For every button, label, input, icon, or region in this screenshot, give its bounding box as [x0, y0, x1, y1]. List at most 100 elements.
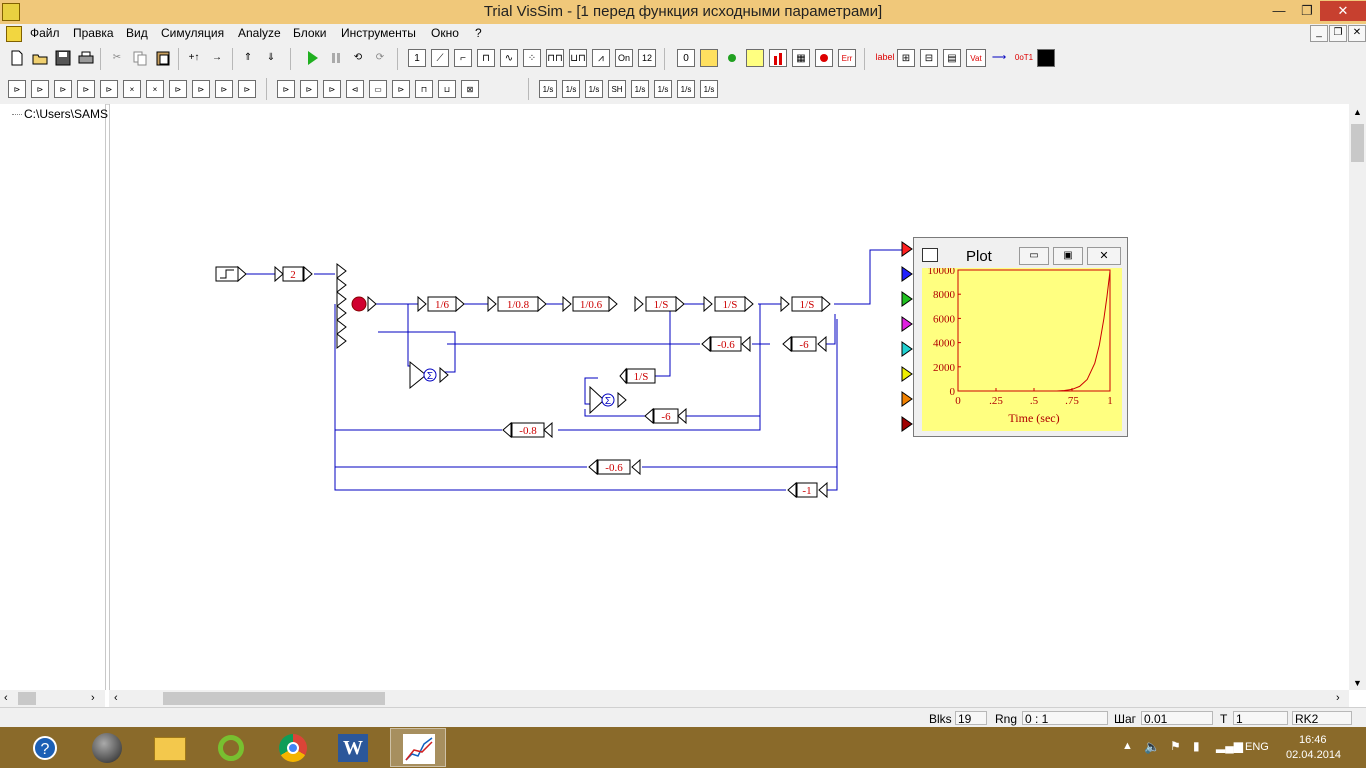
copy-icon[interactable]: [131, 49, 149, 67]
bool-block-10-icon[interactable]: ⊳: [215, 80, 233, 98]
menu-edit[interactable]: Правка: [73, 26, 114, 40]
vertical-scrollbar[interactable]: ▲ ▼: [1349, 104, 1366, 690]
block-grid-icon[interactable]: ▦: [792, 49, 810, 67]
integrator-block-5-icon[interactable]: 1/s: [654, 80, 672, 98]
bool-block-8-icon[interactable]: ⊳: [169, 80, 187, 98]
canvas-scroll-right-icon[interactable]: ›: [1336, 692, 1340, 704]
insert-up-icon[interactable]: +↑: [188, 52, 200, 63]
block-12-icon[interactable]: 12: [638, 49, 656, 67]
bool-block-6-icon[interactable]: ×: [123, 80, 141, 98]
print-icon[interactable]: [77, 49, 95, 67]
paste-icon[interactable]: [154, 49, 172, 67]
new-file-icon[interactable]: [8, 49, 26, 67]
integrator-block-6-icon[interactable]: 1/s: [677, 80, 695, 98]
logic-block-8-icon[interactable]: ⊔: [438, 80, 456, 98]
bool-block-3-icon[interactable]: ⊳: [54, 80, 72, 98]
bool-block-2-icon[interactable]: ⊳: [31, 80, 49, 98]
block-green-icon[interactable]: [723, 49, 741, 67]
plot-minimize-button[interactable]: ▭: [1019, 247, 1049, 265]
tray-network-icon[interactable]: ▂▄▆: [1216, 739, 1243, 753]
io-a-icon[interactable]: ⊞: [897, 49, 915, 67]
taskbar-explorer-icon[interactable]: [142, 728, 198, 767]
app-icon[interactable]: [2, 3, 20, 21]
scroll-up-arrow-icon[interactable]: ▲: [1353, 107, 1362, 117]
plot-close-button[interactable]: ✕: [1087, 247, 1121, 265]
logic-block-3-icon[interactable]: ⊳: [323, 80, 341, 98]
color-black-icon[interactable]: [1037, 49, 1055, 67]
save-icon[interactable]: [54, 49, 72, 67]
canvas-scroll-left-icon[interactable]: ‹: [114, 692, 118, 704]
bool-block-4-icon[interactable]: ⊳: [77, 80, 95, 98]
tray-chevron-icon[interactable]: ▲: [1122, 740, 1133, 752]
menu-tools[interactable]: Инструменты: [341, 26, 416, 40]
sample-hold-icon[interactable]: SH: [608, 80, 626, 98]
step-icon[interactable]: ⟲: [353, 52, 363, 63]
bool-block-11-icon[interactable]: ⊳: [238, 80, 256, 98]
vertical-scroll-thumb[interactable]: [1351, 124, 1364, 162]
block-error-icon[interactable]: Err: [838, 49, 856, 67]
taskbar-utorrent-icon[interactable]: [204, 728, 260, 767]
block-ramp-icon[interactable]: ⟋: [431, 49, 449, 67]
reset-icon[interactable]: ⟳: [375, 52, 385, 63]
tray-battery-icon[interactable]: ▮: [1193, 739, 1200, 753]
tray-volume-icon[interactable]: 🔈: [1144, 739, 1161, 754]
plot-system-icon[interactable]: [922, 248, 938, 262]
bool-block-5-icon[interactable]: ⊳: [100, 80, 118, 98]
taskbar-help-icon[interactable]: ?: [18, 728, 74, 767]
block-on-icon[interactable]: On: [615, 49, 633, 67]
integrator-block-7-icon[interactable]: 1/s: [700, 80, 718, 98]
variable-icon[interactable]: Vat: [966, 49, 986, 67]
logic-block-9-icon[interactable]: ⊠: [461, 80, 479, 98]
tree-scroll-thumb[interactable]: [18, 692, 36, 705]
taskbar-chrome-icon[interactable]: [266, 728, 322, 767]
tree-scroll-left-icon[interactable]: ‹: [4, 692, 8, 704]
mdi-restore-button[interactable]: ❐: [1329, 25, 1347, 42]
logic-block-7-icon[interactable]: ⊓: [415, 80, 433, 98]
logic-block-1-icon[interactable]: ⊳: [277, 80, 295, 98]
wire-arrow-icon[interactable]: ⟶: [991, 52, 1007, 63]
canvas-horizontal-scrollbar[interactable]: ‹ ›: [109, 690, 1349, 707]
block-wave-icon[interactable]: ⊔⊓: [569, 49, 587, 67]
menu-file[interactable]: Файл: [30, 26, 60, 40]
block-sine-icon[interactable]: ∿: [500, 49, 518, 67]
open-file-icon[interactable]: [31, 49, 49, 67]
language-indicator[interactable]: ENG: [1245, 741, 1269, 753]
io-c-icon[interactable]: ▤: [943, 49, 961, 67]
taskbar-word-icon[interactable]: W: [326, 728, 382, 767]
logic-block-5-icon[interactable]: ▭: [369, 80, 387, 98]
bool-block-7-icon[interactable]: ×: [146, 80, 164, 98]
mdi-minimize-button[interactable]: _: [1310, 25, 1328, 42]
tree-scroll-right-icon[interactable]: ›: [91, 692, 95, 704]
block-lamp-icon[interactable]: [815, 49, 833, 67]
plot-maximize-button[interactable]: ▣: [1053, 247, 1083, 265]
taskbar-vissim-icon[interactable]: [390, 728, 446, 767]
pause-icon[interactable]: [327, 49, 345, 67]
mdi-close-button[interactable]: ✕: [1348, 25, 1366, 42]
minimize-button[interactable]: —: [1272, 3, 1286, 18]
block-noise-icon[interactable]: ⁘: [523, 49, 541, 67]
menu-view[interactable]: Вид: [126, 26, 148, 40]
block-zero-icon[interactable]: 0: [677, 49, 695, 67]
logic-block-6-icon[interactable]: ⊳: [392, 80, 410, 98]
bool-block-1-icon[interactable]: ⊳: [8, 80, 26, 98]
clock-date[interactable]: 02.04.2014: [1286, 749, 1342, 761]
logic-block-2-icon[interactable]: ⊳: [300, 80, 318, 98]
close-button[interactable]: ✕: [1320, 1, 1366, 21]
block-pulse-icon[interactable]: ⊓: [477, 49, 495, 67]
insert-right-icon[interactable]: →: [212, 52, 222, 63]
menu-help[interactable]: ?: [475, 26, 482, 40]
block-step-icon[interactable]: ⌐: [454, 49, 472, 67]
scroll-down-arrow-icon[interactable]: ▼: [1353, 678, 1362, 688]
oo-icon[interactable]: 0oT1: [1014, 53, 1034, 62]
integrator-block-4-icon[interactable]: 1/s: [631, 80, 649, 98]
menu-analyze[interactable]: Analyze: [238, 26, 281, 40]
clock-time[interactable]: 16:46: [1299, 734, 1327, 746]
block-histogram-icon[interactable]: [769, 49, 787, 67]
stack-up-icon[interactable]: ⇑: [243, 52, 253, 63]
diagram-canvas[interactable]: 2 1/6 1/0.8 1/0.6 1/S 1/S: [109, 104, 1350, 690]
block-plot-icon[interactable]: [746, 49, 764, 67]
block-saw-icon[interactable]: ⩘: [592, 49, 610, 67]
tree-root-item[interactable]: C:\Users\SAMS: [24, 107, 109, 121]
document-icon[interactable]: [6, 26, 22, 42]
label-icon[interactable]: label: [875, 52, 895, 62]
